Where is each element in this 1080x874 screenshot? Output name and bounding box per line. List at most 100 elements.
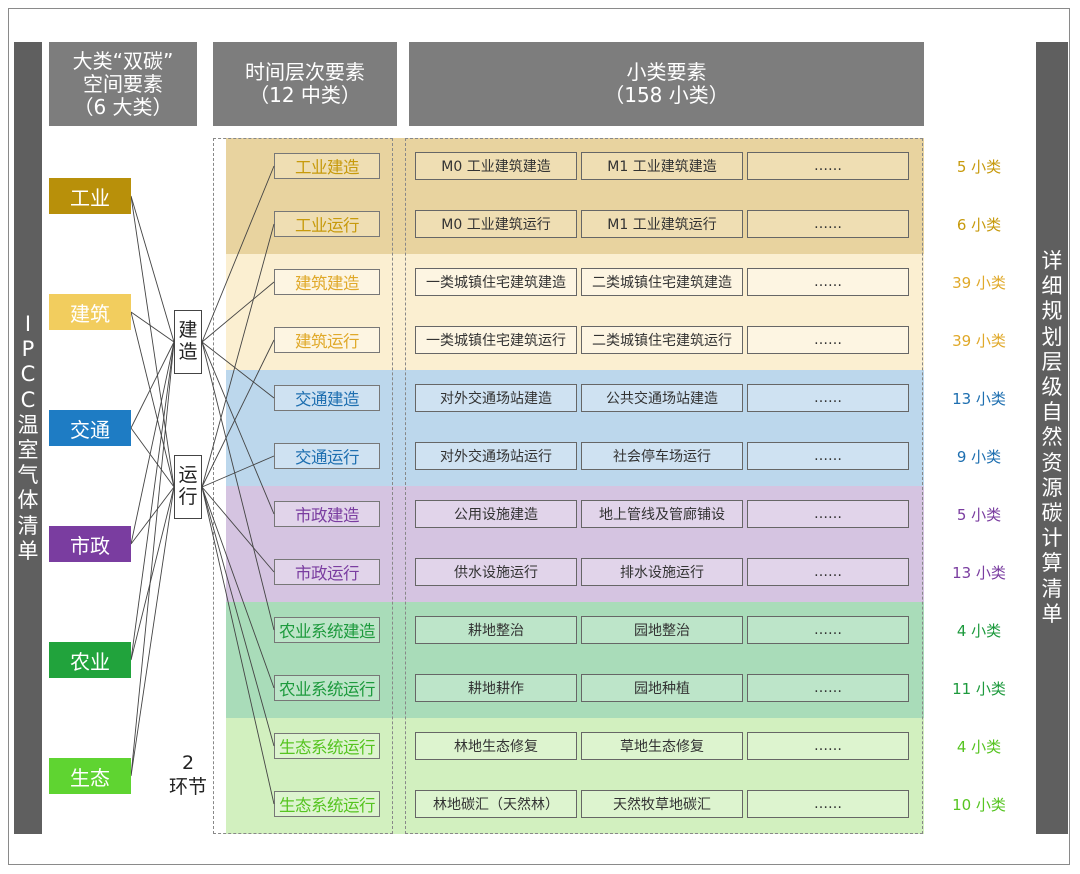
two-links-number: 2 bbox=[181, 752, 195, 774]
minor-element-cell: 一类城镇住宅建筑运行 bbox=[415, 326, 577, 354]
time-element-label: 市政建造 bbox=[274, 501, 380, 527]
vertical-char: 清 bbox=[17, 513, 39, 538]
connector-line bbox=[130, 341, 175, 661]
subcategory-count: 9 小类 bbox=[956, 447, 1002, 466]
vertical-char: 室 bbox=[17, 438, 39, 462]
connector-line bbox=[201, 486, 275, 573]
connector-line bbox=[130, 486, 175, 661]
time-element-label: 农业系统建造 bbox=[274, 617, 380, 643]
minor-element-cell: 社会停车场运行 bbox=[581, 442, 743, 470]
connector-line bbox=[201, 486, 275, 689]
header-time-line2: （12 中类） bbox=[249, 83, 361, 107]
subcategory-count: 5 小类 bbox=[956, 505, 1002, 524]
minor-element-cell: 一类城镇住宅建筑建造 bbox=[415, 268, 577, 296]
minor-element-cell: 二类城镇住宅建筑建造 bbox=[581, 268, 743, 296]
vertical-char: 资 bbox=[1041, 450, 1063, 475]
minor-element-cell: M1 工业建筑建造 bbox=[581, 152, 743, 180]
connector-line bbox=[201, 341, 275, 399]
middle-column-dotted-box bbox=[213, 138, 393, 834]
vertical-char: 体 bbox=[17, 488, 39, 513]
minor-element-cell: 园地种植 bbox=[581, 674, 743, 702]
subcategory-count: 39 小类 bbox=[952, 273, 1006, 292]
minor-element-ellipsis: …… bbox=[747, 384, 909, 412]
subcategory-count: 13 小类 bbox=[952, 563, 1006, 582]
minor-element-cell: M0 工业建筑建造 bbox=[415, 152, 577, 180]
minor-element-cell: 公用设施建造 bbox=[415, 500, 577, 528]
connector-line bbox=[201, 339, 275, 488]
minor-element-ellipsis: …… bbox=[747, 558, 909, 586]
connector-line bbox=[201, 223, 275, 488]
subcategory-count: 10 小类 bbox=[952, 795, 1006, 814]
connector-line bbox=[201, 486, 275, 805]
phase-operation: 运 行 bbox=[174, 455, 202, 519]
minor-element-ellipsis: …… bbox=[747, 210, 909, 238]
minor-element-ellipsis: …… bbox=[747, 732, 909, 760]
vertical-char: 规 bbox=[1041, 299, 1063, 324]
connector-line bbox=[201, 165, 275, 343]
vertical-char: 计 bbox=[1041, 526, 1063, 551]
connector-line bbox=[130, 341, 175, 777]
time-element-label: 工业运行 bbox=[274, 211, 380, 237]
minor-element-cell: 林地碳汇（天然林） bbox=[415, 790, 577, 818]
two-links-text: 环节 bbox=[168, 775, 207, 798]
major-category-box: 建筑 bbox=[49, 294, 131, 330]
time-element-label: 交通运行 bbox=[274, 443, 380, 469]
two-links-label: 2 环节 bbox=[160, 752, 216, 800]
connector-line bbox=[201, 341, 275, 631]
vertical-char: 级 bbox=[1041, 375, 1063, 400]
vertical-char: 单 bbox=[1041, 601, 1063, 626]
connector-line bbox=[201, 341, 275, 515]
vertical-char: 划 bbox=[1041, 324, 1063, 349]
vertical-char: C bbox=[20, 362, 36, 387]
diagram-frame bbox=[8, 8, 1070, 865]
minor-column-dotted-box bbox=[405, 138, 923, 834]
vertical-char: 温 bbox=[17, 412, 39, 437]
major-category-box: 市政 bbox=[49, 526, 131, 562]
connector-line bbox=[130, 341, 175, 429]
minor-element-cell: 供水设施运行 bbox=[415, 558, 577, 586]
vertical-char: 详 bbox=[1041, 249, 1063, 274]
connector-line bbox=[130, 311, 175, 343]
connector-line bbox=[201, 486, 275, 747]
vertical-char: 层 bbox=[1041, 349, 1063, 374]
header-time-line1: 时间层次要素 bbox=[245, 60, 365, 84]
major-category-box: 工业 bbox=[49, 178, 131, 214]
header-minor-elements: 小类要素 （158 小类） bbox=[409, 42, 924, 126]
phase-operation-char2: 行 bbox=[178, 486, 198, 508]
minor-element-cell: 二类城镇住宅建筑运行 bbox=[581, 326, 743, 354]
phase-construction-char1: 建 bbox=[178, 319, 198, 342]
minor-element-cell: M0 工业建筑运行 bbox=[415, 210, 577, 238]
header-major-line2: 空间要素 bbox=[83, 71, 163, 96]
minor-element-cell: M1 工业建筑运行 bbox=[581, 210, 743, 238]
minor-element-cell: 对外交通场站运行 bbox=[415, 442, 577, 470]
connector-line bbox=[201, 455, 275, 488]
minor-element-ellipsis: …… bbox=[747, 152, 909, 180]
header-major-line3: （6 大类） bbox=[73, 94, 173, 119]
phase-operation-char1: 运 bbox=[178, 464, 198, 487]
vertical-char: 气 bbox=[17, 463, 39, 488]
minor-element-ellipsis: …… bbox=[747, 326, 909, 354]
vertical-char: P bbox=[21, 337, 35, 362]
phase-construction-char2: 造 bbox=[178, 341, 198, 363]
time-element-label: 农业系统运行 bbox=[274, 675, 380, 701]
major-category-box: 交通 bbox=[49, 410, 131, 446]
subcategory-count: 11 小类 bbox=[952, 679, 1006, 698]
subcategory-count: 6 小类 bbox=[956, 215, 1002, 234]
minor-element-ellipsis: …… bbox=[747, 442, 909, 470]
time-element-label: 生态系统运行 bbox=[274, 791, 380, 817]
minor-element-ellipsis: …… bbox=[747, 790, 909, 818]
connector-line bbox=[130, 486, 175, 777]
vertical-char: 细 bbox=[1041, 274, 1063, 299]
connector-line bbox=[130, 195, 175, 343]
major-category-box: 生态 bbox=[49, 758, 131, 794]
vertical-char: 清 bbox=[1041, 576, 1063, 601]
header-major-line1: 大类“双碳” bbox=[72, 48, 174, 73]
minor-element-ellipsis: …… bbox=[747, 268, 909, 296]
minor-element-ellipsis: …… bbox=[747, 616, 909, 644]
minor-element-ellipsis: …… bbox=[747, 674, 909, 702]
connector-line bbox=[130, 195, 175, 488]
minor-element-cell: 天然牧草地碳汇 bbox=[581, 790, 743, 818]
minor-element-cell: 耕地整治 bbox=[415, 616, 577, 644]
major-category-box: 农业 bbox=[49, 642, 131, 678]
